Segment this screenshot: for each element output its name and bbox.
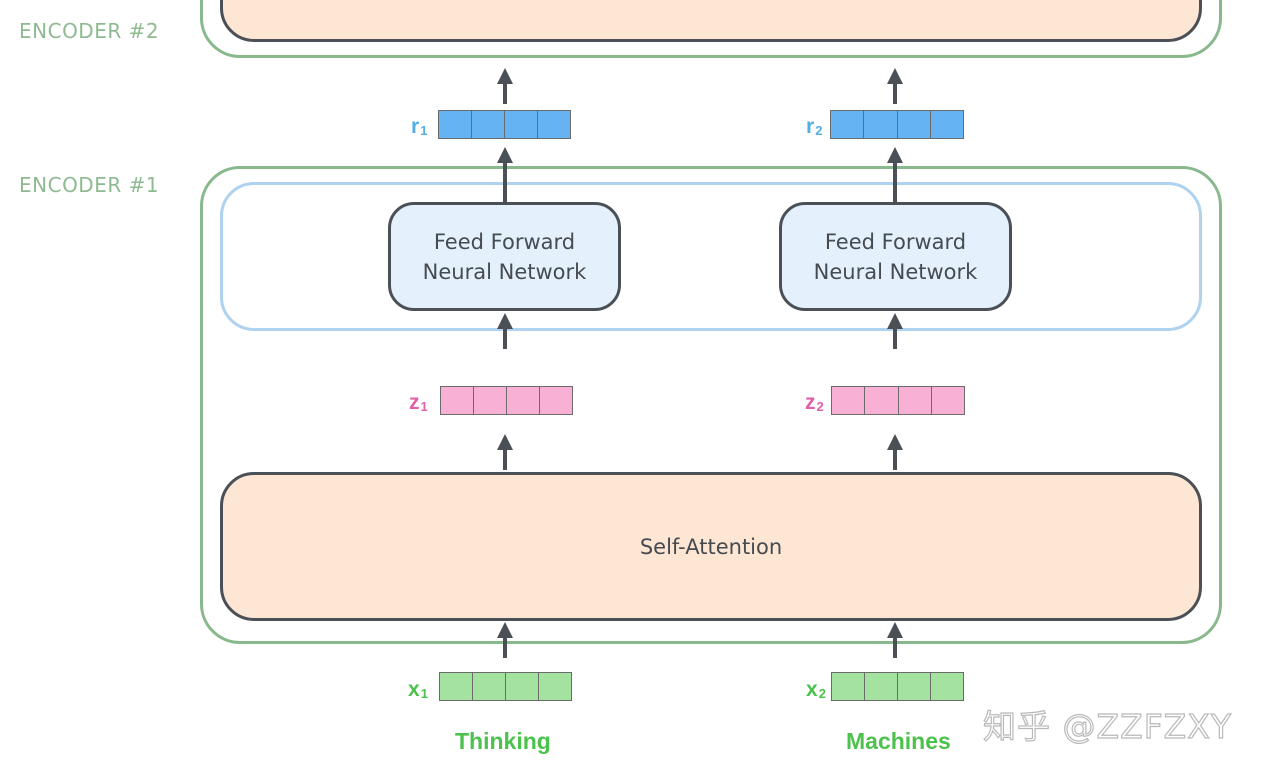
vector-cell (538, 111, 570, 138)
vector-cell (441, 387, 474, 414)
vector-cell (931, 673, 963, 700)
r1-vector (438, 110, 571, 139)
vector-cell (439, 111, 472, 138)
r2-name: r (806, 115, 815, 138)
arrow-up-icon (887, 313, 903, 329)
arrow-shaft (893, 448, 897, 470)
x2-label: x2 (806, 678, 826, 702)
vector-cell (539, 673, 571, 700)
vector-cell (473, 673, 506, 700)
vector-cell (474, 387, 507, 414)
r2-vector (830, 110, 964, 139)
vector-cell (540, 387, 572, 414)
arrow-shaft (893, 327, 897, 349)
arrow-up-icon (497, 434, 513, 450)
r1-sub: 1 (420, 123, 428, 138)
input-word-2: Machines (846, 728, 951, 754)
arrow-up-icon (497, 68, 513, 84)
r2-sub: 2 (815, 123, 823, 138)
vector-cell (506, 673, 539, 700)
r1-name: r (411, 115, 420, 138)
vector-cell (865, 673, 898, 700)
input-word-1: Thinking (455, 728, 551, 754)
feed-forward-network-right: Feed Forward Neural Network (779, 202, 1012, 311)
z2-name: z (805, 391, 816, 414)
vector-cell (832, 387, 866, 414)
z2-label: z2 (805, 391, 824, 415)
encoder-1-label: ENCODER #1 (19, 173, 160, 197)
vector-cell (864, 111, 898, 138)
vector-cell (832, 673, 865, 700)
arrow-up-icon (887, 622, 903, 638)
x2-name: x (806, 678, 818, 701)
arrow-shaft (503, 327, 507, 349)
encoder-2-label: ENCODER #2 (19, 19, 160, 43)
self-attention-box: Self-Attention (220, 472, 1202, 621)
feed-forward-layer-frame (220, 182, 1202, 331)
arrow-shaft (503, 636, 507, 658)
arrow-shaft (503, 82, 507, 104)
vector-cell (898, 387, 932, 414)
z1-name: z (409, 391, 420, 414)
vector-cell (831, 111, 865, 138)
encoder-1-frame (200, 166, 1222, 644)
vector-cell (472, 111, 505, 138)
vector-cell (898, 673, 931, 700)
z2-vector (831, 386, 965, 415)
arrow-up-icon (887, 147, 903, 163)
arrow-up-icon (497, 147, 513, 163)
z1-vector (440, 386, 573, 415)
r1-label: r1 (411, 115, 427, 139)
arrow-shaft (893, 636, 897, 658)
watermark: 知乎 @ZZFZXY (982, 706, 1233, 746)
arrow-shaft (503, 448, 507, 470)
vector-cell (931, 387, 964, 414)
x2-vector (831, 672, 964, 701)
x2-sub: 2 (818, 686, 826, 701)
vector-cell (930, 111, 963, 138)
x1-vector (439, 672, 572, 701)
vector-cell (440, 673, 473, 700)
arrow-up-icon (497, 313, 513, 329)
x1-label: x1 (408, 678, 428, 702)
encoder-2-self-attention-box (220, 0, 1202, 42)
x1-name: x (408, 678, 420, 701)
arrow-shaft (893, 82, 897, 104)
z1-sub: 1 (420, 399, 428, 414)
vector-cell (505, 111, 538, 138)
z1-label: z1 (409, 391, 428, 415)
arrow-shaft (503, 161, 507, 203)
vector-cell (897, 111, 931, 138)
arrow-up-icon (887, 68, 903, 84)
ffn-left-label: Feed Forward Neural Network (422, 229, 587, 284)
self-attention-label: Self-Attention (639, 534, 783, 559)
z2-sub: 2 (816, 399, 824, 414)
vector-cell (865, 387, 899, 414)
feed-forward-network-left: Feed Forward Neural Network (388, 202, 621, 311)
arrow-shaft (893, 161, 897, 203)
x1-sub: 1 (420, 686, 428, 701)
vector-cell (507, 387, 540, 414)
arrow-up-icon (887, 434, 903, 450)
r2-label: r2 (806, 115, 822, 139)
arrow-up-icon (497, 622, 513, 638)
ffn-right-label: Feed Forward Neural Network (813, 229, 978, 284)
